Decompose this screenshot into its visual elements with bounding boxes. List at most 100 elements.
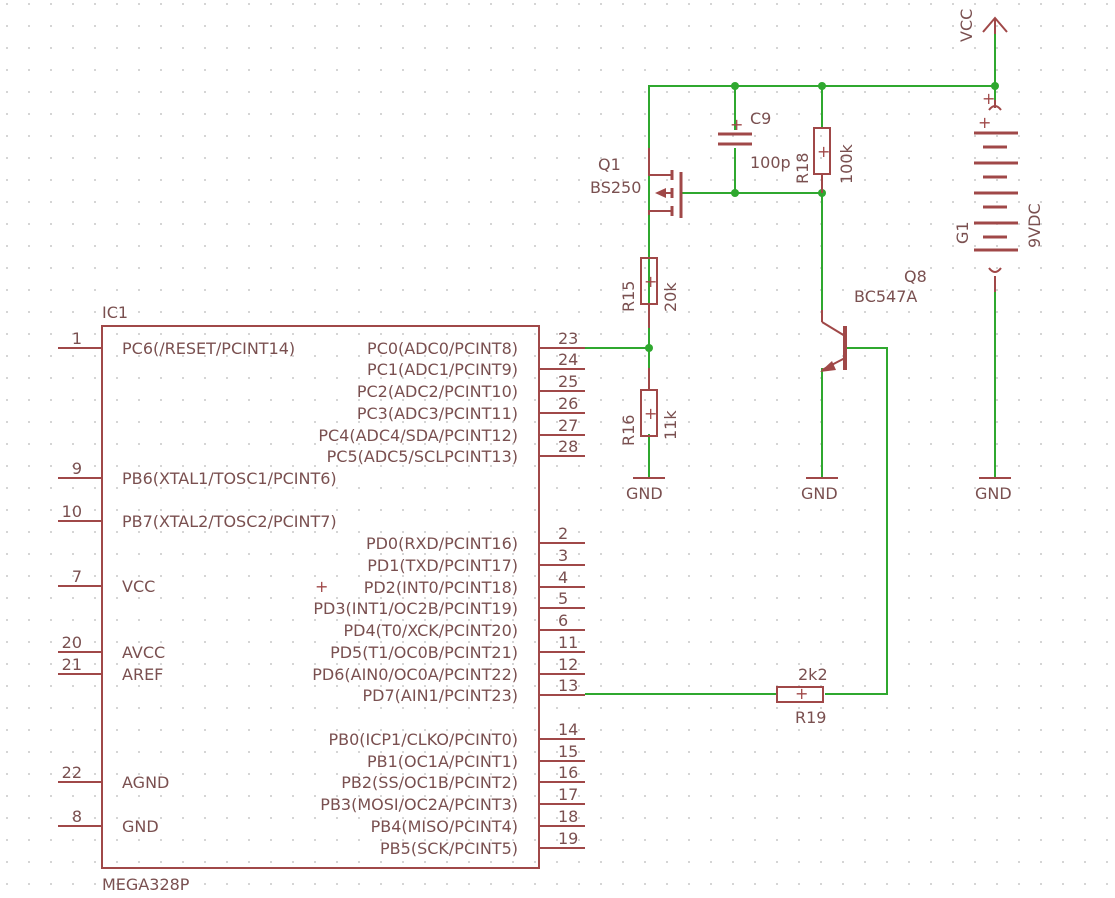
grid-dot [908,179,910,181]
grid-dot [688,597,690,599]
grid-dot [402,69,404,71]
ic1-pin-number: 9 [72,459,82,478]
grid-dot [182,663,184,665]
grid-dot [1062,531,1064,533]
grid-dot [314,751,316,753]
grid-dot [600,597,602,599]
grid-dot [50,531,52,533]
grid-dot [490,663,492,665]
grid-dot [754,795,756,797]
resistor-r16[interactable] [640,368,658,437]
grid-dot [94,795,96,797]
grid-dot [512,267,514,269]
grid-dot [556,487,558,489]
grid-dot [28,223,30,225]
grid-dot [292,3,294,5]
mosfet-q1[interactable] [648,148,683,218]
grid-dot [666,883,668,885]
grid-dot [1062,135,1064,137]
grid-dot [314,179,316,181]
grid-dot [1018,69,1020,71]
grid-dot [996,641,998,643]
ic1-pin-label: PB7(XTAL2/TOSC2/PCINT7) [122,512,337,531]
grid-dot [534,685,536,687]
grid-dot [600,575,602,577]
grid-dot [204,487,206,489]
grid-dot [820,773,822,775]
grid-dot [688,245,690,247]
grid-dot [424,135,426,137]
grid-dot [50,245,52,247]
grid-dot [886,91,888,93]
grid-dot [138,355,140,357]
grid-dot [358,883,360,885]
grid-dot [644,619,646,621]
transistor-q8[interactable] [821,310,847,371]
grid-dot [50,3,52,5]
ic1-symbol[interactable] [101,325,540,869]
grid-dot [1084,421,1086,423]
grid-dot [248,113,250,115]
resistor-r19[interactable] [776,686,824,703]
grid-dot [534,663,536,665]
grid-dot [908,91,910,93]
grid-dot [930,113,932,115]
grid-dot [732,553,734,555]
capacitor-c9[interactable] [718,132,752,146]
grid-dot [1084,201,1086,203]
grid-dot [820,663,822,665]
grid-dot [138,223,140,225]
grid-dot [358,619,360,621]
grid-dot [358,421,360,423]
grid-dot [468,201,470,203]
grid-dot [754,223,756,225]
grid-dot [226,25,228,27]
grid-dot [710,421,712,423]
grid-dot [336,443,338,445]
grid-dot [798,707,800,709]
grid-dot [358,443,360,445]
grid-dot [248,311,250,313]
g1-bottom-terminal [988,267,1002,292]
grid-dot [138,773,140,775]
grid-dot [688,487,690,489]
grid-dot [402,135,404,137]
grid-dot [204,267,206,269]
grid-dot [424,597,426,599]
grid-dot [886,245,888,247]
grid-dot [886,817,888,819]
grid-dot [996,531,998,533]
grid-dot [974,641,976,643]
grid-dot [710,267,712,269]
grid-dot [1106,91,1108,93]
grid-dot [468,135,470,137]
supply-vcc[interactable] [982,16,1008,34]
grid-dot [380,663,382,665]
grid-dot [116,377,118,379]
grid-dot [710,861,712,863]
grid-dot [578,729,580,731]
grid-dot [1062,707,1064,709]
battery-g1[interactable] [974,100,1018,292]
grid-dot [644,3,646,5]
grid-dot [160,245,162,247]
grid-dot [292,553,294,555]
grid-dot [116,201,118,203]
grid-dot [292,267,294,269]
grid-dot [710,157,712,159]
grid-dot [336,267,338,269]
grid-dot [424,817,426,819]
grid-dot [424,751,426,753]
grid-dot [842,861,844,863]
grid-dot [270,597,272,599]
grid-dot [644,267,646,269]
grid-dot [402,641,404,643]
grid-dot [644,817,646,819]
grid-dot [886,311,888,313]
resistor-r18[interactable] [813,127,831,193]
grid-dot [512,531,514,533]
grid-dot [864,553,866,555]
grid-dot [600,531,602,533]
resistor-r15[interactable] [640,257,658,328]
grid-dot [754,619,756,621]
